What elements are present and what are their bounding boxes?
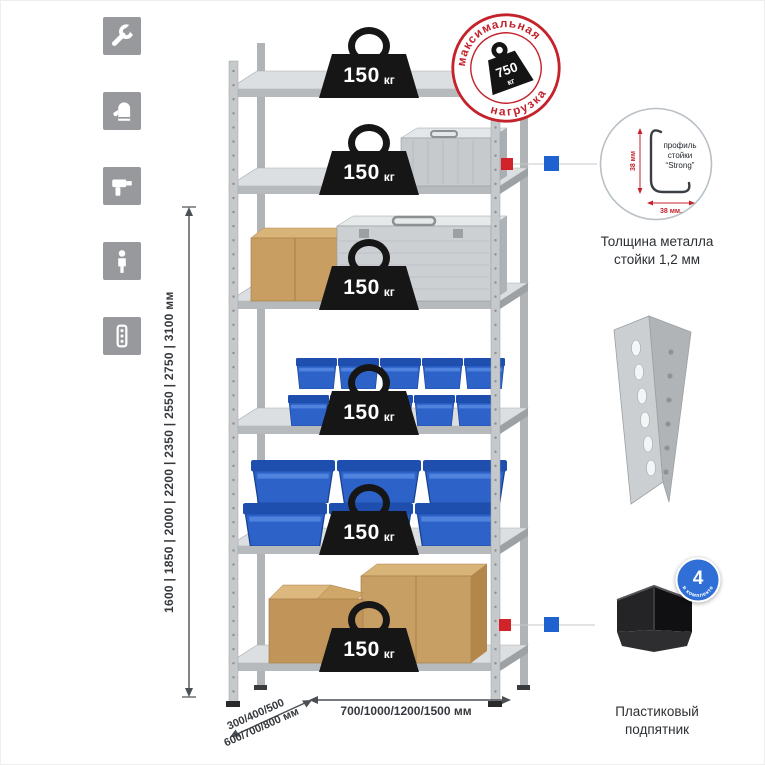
- width-dimension-label: 700/1000/1200/1500 мм: [340, 704, 472, 718]
- plastic-foot-image: [616, 584, 693, 652]
- back-post: [257, 43, 265, 685]
- load-unit: кг: [383, 284, 395, 299]
- profile-caption-line-1: Толщина металла: [600, 234, 714, 249]
- load-unit: кг: [383, 169, 395, 184]
- height-dimension-label: 1600 | 1850 | 2000 | 2200 | 2350 | 2550 …: [162, 291, 176, 613]
- profile-caption-line-2: стойки 1,2 мм: [613, 252, 701, 268]
- perforated-profile-icon: [103, 317, 141, 355]
- post-profile-detail: 38 мм 38 мм. профиль стойки “Strong”: [598, 106, 714, 222]
- profile-label-3: “Strong”: [666, 161, 695, 170]
- profile-dim-horizontal: 38 мм.: [660, 208, 682, 215]
- profile-cross-section: [649, 129, 691, 194]
- back-post: [520, 43, 528, 685]
- load-unit: кг: [383, 529, 395, 544]
- load-value: 150: [343, 64, 380, 87]
- person-icon: [103, 242, 141, 280]
- stamp-weight-unit: кг: [506, 76, 517, 87]
- profile-label-1: профиль: [663, 141, 696, 150]
- drill-icon: [103, 167, 141, 205]
- foot-caption-line-2: подпятник: [624, 722, 690, 738]
- load-value: 150: [343, 401, 380, 424]
- gloves-icon: [103, 92, 141, 130]
- load-unit: кг: [383, 409, 395, 424]
- profile-caption: Толщина металла стойки 1,2 мм: [586, 233, 728, 269]
- profile-label-2: стойки: [668, 151, 692, 160]
- profile-dim-vertical: 38 мм: [630, 151, 637, 171]
- load-value: 150: [343, 161, 380, 184]
- load-value: 150: [343, 638, 380, 661]
- wrench-icon: [103, 17, 141, 55]
- max-load-stamp: максимальная нагрузка 750 кг: [433, 1, 579, 141]
- foot-caption: Пластиковый подпятник: [586, 703, 728, 739]
- load-value: 150: [343, 276, 380, 299]
- included-count-badge: 4 в комплекте: [675, 557, 721, 603]
- stamp-weight-value: 750: [494, 59, 520, 81]
- foot-caption-line-1: Пластиковый: [615, 704, 699, 719]
- stamp-weight-body: [488, 50, 534, 96]
- load-value: 150: [343, 521, 380, 544]
- badge-value: 4: [693, 568, 704, 589]
- load-unit: кг: [383, 72, 395, 87]
- corner-post-image: [613, 315, 692, 505]
- load-unit: кг: [383, 646, 395, 661]
